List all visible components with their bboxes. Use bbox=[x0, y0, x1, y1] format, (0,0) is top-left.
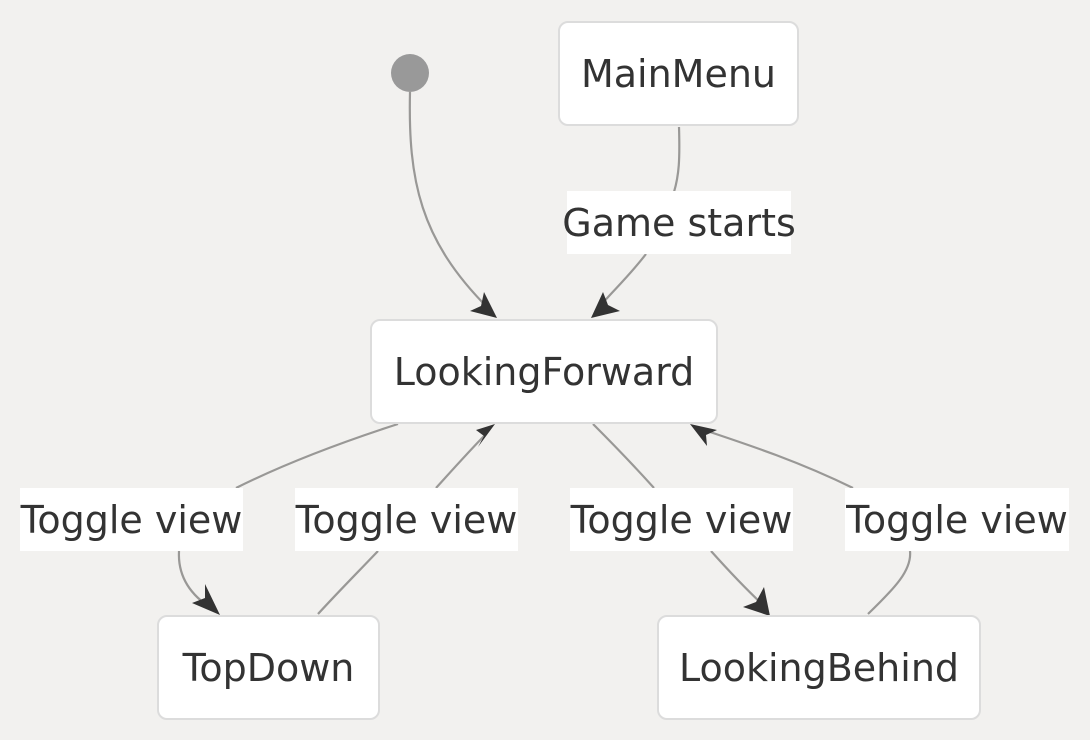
state-looking-forward[interactable]: LookingForward bbox=[370, 319, 718, 424]
state-looking-forward-label: LookingForward bbox=[393, 349, 695, 394]
edge-behind-to-forward-b bbox=[703, 428, 854, 489]
state-top-down-label: TopDown bbox=[182, 645, 355, 690]
edge-forward-to-topdown-a bbox=[235, 422, 399, 489]
arrowhead-forward-to-behind bbox=[743, 587, 770, 616]
arrowhead-initial bbox=[470, 292, 497, 318]
arrowhead-topdown-to-forward bbox=[476, 424, 495, 447]
state-main-menu-label: MainMenu bbox=[580, 51, 777, 96]
edge-label-behind-to-forward-text: Toggle view bbox=[846, 497, 1068, 542]
state-main-menu[interactable]: MainMenu bbox=[558, 21, 799, 126]
edge-forward-to-topdown-b bbox=[177, 550, 209, 607]
arrowhead-behind-to-forward bbox=[690, 424, 717, 446]
arrowhead-game-starts bbox=[591, 292, 620, 318]
edge-behind-to-forward-a bbox=[867, 550, 912, 615]
edge-label-forward-to-behind-text: Toggle view bbox=[570, 497, 793, 542]
edge-label-forward-to-topdown-text: Toggle view bbox=[20, 497, 243, 542]
edge-label-forward-to-behind: Toggle view bbox=[570, 488, 793, 551]
edge-forward-to-behind-a bbox=[592, 423, 655, 489]
edge-game-starts-a bbox=[672, 126, 681, 193]
edge-label-topdown-to-forward-text: Toggle view bbox=[295, 497, 518, 542]
edge-initial bbox=[408, 91, 489, 309]
edge-game-starts-b bbox=[599, 253, 647, 307]
edge-label-game-starts-text: Game starts bbox=[562, 200, 796, 245]
edge-label-behind-to-forward: Toggle view bbox=[845, 488, 1069, 551]
state-looking-behind[interactable]: LookingBehind bbox=[657, 615, 981, 720]
initial-state-marker bbox=[391, 54, 429, 92]
edge-label-forward-to-topdown: Toggle view bbox=[20, 488, 243, 551]
state-top-down[interactable]: TopDown bbox=[157, 615, 380, 720]
edge-topdown-to-forward-b bbox=[435, 432, 488, 489]
state-looking-behind-label: LookingBehind bbox=[678, 645, 960, 690]
edge-forward-to-behind-b bbox=[710, 550, 763, 605]
edge-topdown-to-forward-a bbox=[317, 550, 379, 615]
arrowhead-forward-to-topdown bbox=[192, 584, 220, 615]
edge-label-topdown-to-forward: Toggle view bbox=[295, 488, 518, 551]
edge-label-game-starts: Game starts bbox=[562, 191, 796, 254]
